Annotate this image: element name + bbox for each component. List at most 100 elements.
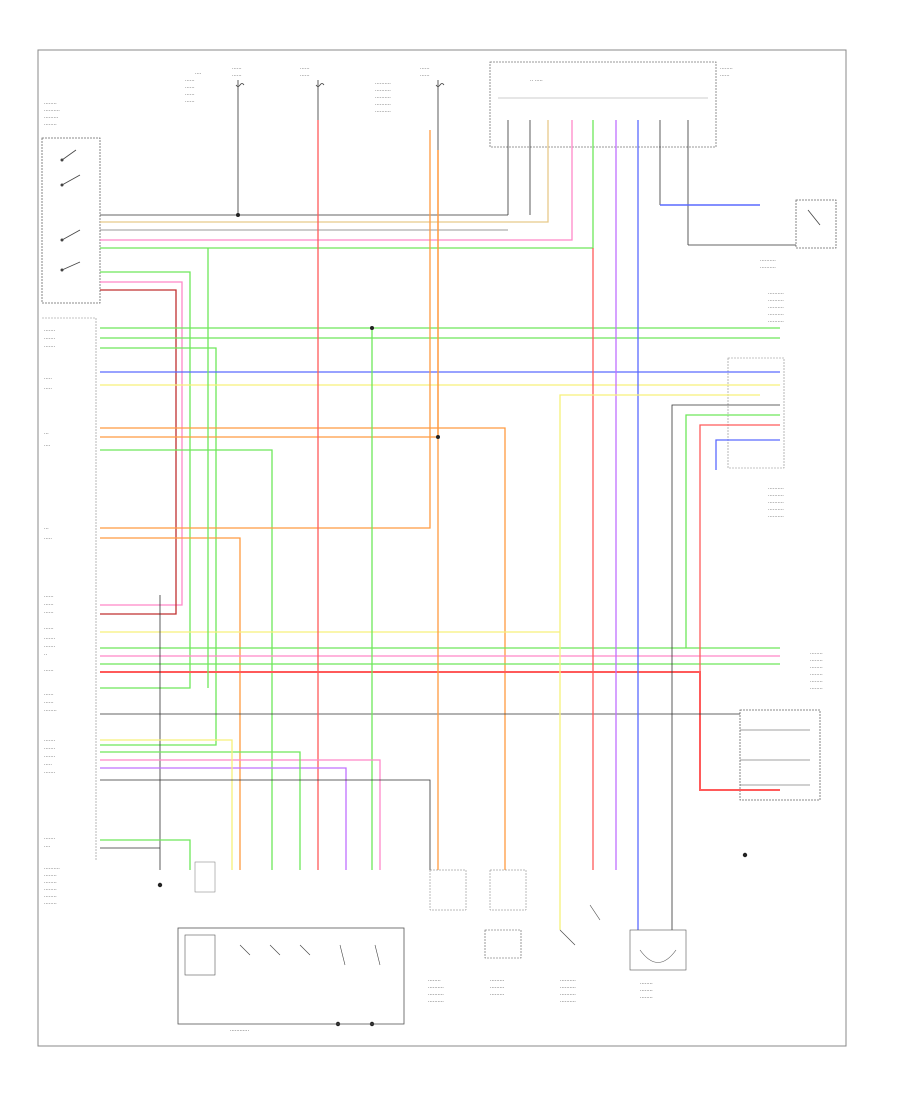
svg-text:······: ······ [44, 610, 54, 616]
wire-red-left [100, 289, 177, 615]
svg-text:···: ··· [44, 431, 49, 437]
svg-text:········: ········ [810, 679, 823, 685]
svg-text:········: ········ [810, 665, 823, 671]
svg-text:··········: ·········· [768, 493, 784, 499]
right-side-labels: ·········· ·········· ·········· ·······… [768, 291, 823, 692]
svg-text:········: ········ [640, 988, 653, 994]
svg-text:··········: ·········· [768, 305, 784, 311]
svg-text:·········: ········· [490, 992, 505, 998]
svg-text:··········: ·········· [375, 109, 391, 115]
svg-text:······: ······ [44, 594, 54, 600]
svg-text:········: ········ [44, 708, 57, 714]
svg-text:··········: ·········· [375, 81, 391, 87]
svg-text:········: ········ [428, 978, 441, 984]
svg-text:········: ········ [44, 880, 57, 886]
svg-text:·······: ······· [44, 644, 56, 650]
wire-green-row4 [100, 449, 273, 870]
svg-text:······: ······ [300, 73, 310, 79]
wire-red-right [699, 424, 780, 672]
wire-tan-top [100, 120, 549, 223]
svg-text:·······: ······· [44, 836, 56, 842]
automatic-transmission-component: ············ [177, 927, 405, 1034]
svg-text:········: ········ [44, 887, 57, 893]
svg-text:··········: ·········· [768, 291, 784, 297]
svg-text:········: ········ [810, 658, 823, 664]
svg-text:··········: ·········· [560, 992, 576, 998]
svg-text:····: ···· [44, 443, 51, 449]
svg-text:·····: ····· [44, 762, 52, 768]
wire-red-long [100, 671, 780, 791]
svg-text:·····: ····· [44, 386, 52, 392]
svg-text:······: ······ [232, 73, 242, 79]
fuse-symbols [235, 80, 445, 215]
wire-pink-top [100, 120, 573, 241]
svg-text:········: ········ [810, 672, 823, 678]
wire-gray-right [671, 404, 780, 930]
svg-text:······: ······ [185, 99, 195, 105]
svg-text:········: ········ [810, 686, 823, 692]
wire-orange-row2 [100, 150, 439, 438]
wire-blue-right [715, 439, 780, 470]
svg-text:······: ······ [44, 626, 54, 632]
svg-text:··········: ·········· [560, 985, 576, 991]
svg-text:······: ······ [300, 66, 310, 72]
svg-text:······: ······ [232, 66, 242, 72]
svg-text:·······: ······· [44, 754, 56, 760]
svg-text:·······: ······· [44, 770, 56, 776]
top-center-fuse-labels: ···· ······ ······ ······ ······ ······ … [185, 66, 733, 115]
svg-text:··········: ·········· [375, 102, 391, 108]
svg-text:············: ············ [230, 1028, 249, 1034]
svg-text:·· ·····: ·· ····· [530, 78, 543, 84]
svg-text:·····: ····· [44, 376, 52, 382]
svg-text:··: ·· [44, 652, 48, 658]
svg-text:··········: ·········· [44, 866, 60, 872]
svg-text:·······: ······· [44, 746, 56, 752]
svg-text:········: ········ [810, 651, 823, 657]
wire-orange-row3 [100, 130, 431, 529]
wire-green-row3 [100, 347, 217, 746]
svg-text:······: ······ [420, 66, 430, 72]
right-relay-component: ·········· ·········· [660, 199, 837, 271]
svg-text:········: ········ [44, 901, 57, 907]
svg-text:··········: ·········· [560, 978, 576, 984]
svg-text:·········: ········· [490, 985, 505, 991]
svg-text:··········: ·········· [768, 507, 784, 513]
wire-green-top [100, 120, 594, 249]
svg-text:···: ··· [44, 526, 49, 532]
svg-text:·······: ······· [44, 738, 56, 744]
svg-text:········: ········ [44, 122, 57, 128]
wire-pink-left [100, 281, 183, 606]
top-left-switch-component: ········ ·········· ········· ········ [41, 101, 101, 304]
wire-yellow-bottom [100, 739, 233, 870]
svg-text:··········: ·········· [768, 514, 784, 520]
svg-text:········: ········ [44, 894, 57, 900]
junction-dots [157, 213, 748, 1027]
wire-green-left [100, 271, 191, 689]
svg-text:·········: ········· [490, 978, 505, 984]
wire-green-bottom2 [100, 751, 301, 870]
wire-yellow-vertical [559, 394, 760, 930]
right-mid-connector [727, 357, 821, 801]
connector-stubs [507, 120, 689, 245]
svg-text:········: ········ [720, 66, 733, 72]
svg-text:········: ········ [640, 995, 653, 1001]
wire-green-bottom [100, 839, 191, 870]
wire-pink-bottom [100, 759, 381, 870]
wire-gray-bottom2 [100, 779, 431, 870]
svg-text:········: ········ [44, 101, 57, 107]
svg-text:·······: ······· [44, 636, 56, 642]
svg-text:··········: ·········· [768, 486, 784, 492]
svg-text:······: ······ [185, 92, 195, 98]
svg-text:······: ······ [44, 602, 54, 608]
svg-text:·····: ····· [44, 536, 52, 542]
top-right-connector: ·· ····· [489, 61, 717, 148]
svg-text:··········: ·········· [768, 319, 784, 325]
svg-text:····: ···· [44, 844, 51, 850]
svg-text:······: ······ [185, 85, 195, 91]
diagram-border [37, 49, 847, 1047]
svg-text:··········: ·········· [375, 88, 391, 94]
svg-text:··········: ·········· [428, 992, 444, 998]
svg-text:··········: ·········· [768, 298, 784, 304]
